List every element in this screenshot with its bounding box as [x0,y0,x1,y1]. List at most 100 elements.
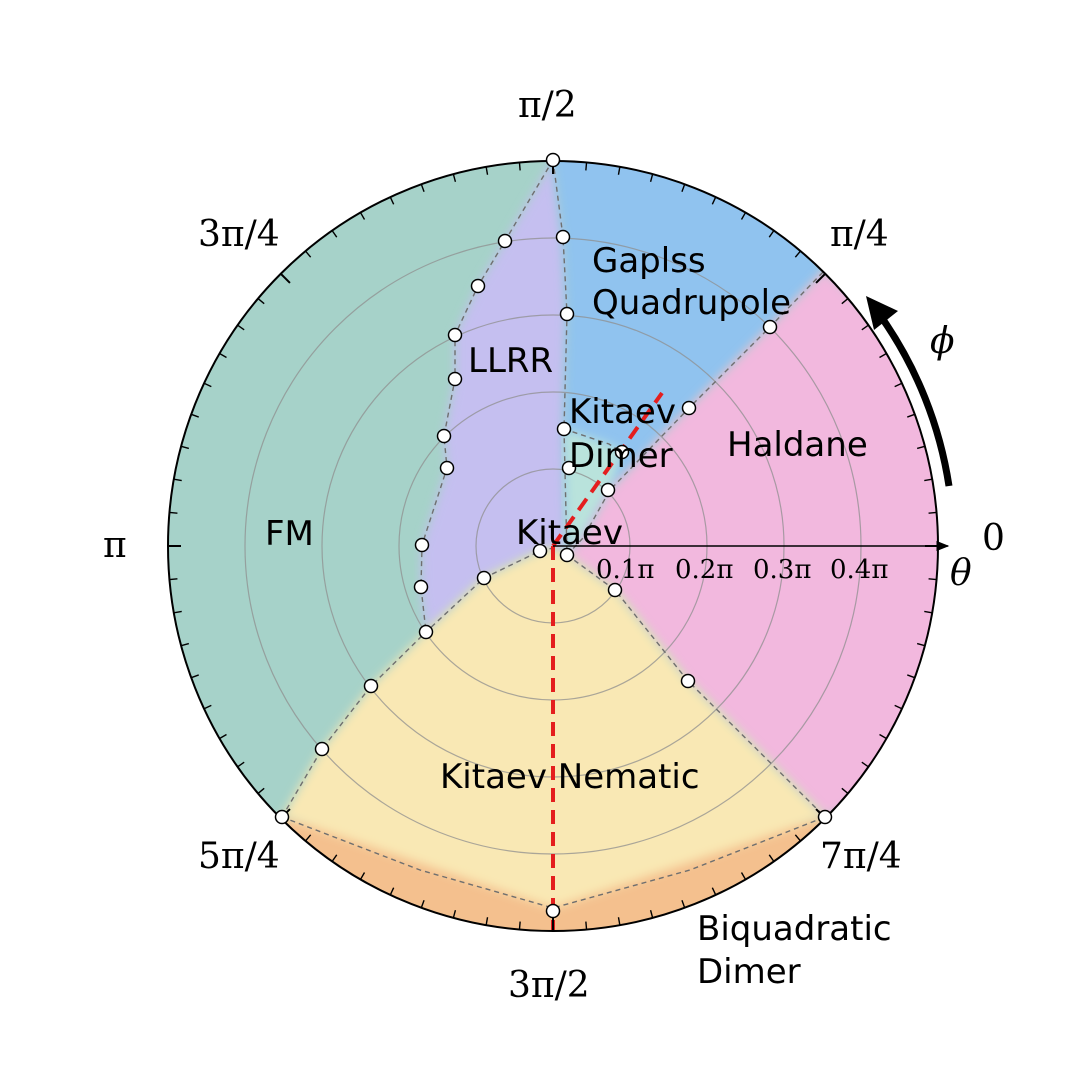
transition-marker [762,319,778,335]
phase-label-kitaev: Kitaev [516,513,623,553]
region-haldane [567,270,938,817]
angular-tick [173,478,182,482]
angular-tick [907,674,916,679]
angular-tick [237,324,245,331]
angle-label-3pi4: 3π/4 [198,214,280,255]
angular-tick [169,511,178,514]
angular-tick [485,917,489,926]
transition-marker [413,579,429,595]
angular-tick [420,183,425,192]
angular-tick [617,917,621,926]
angular-tick [740,872,747,880]
angular-tick [331,230,338,238]
phase-label-gapless-2: Quadrupole [592,283,791,323]
angular-tick [203,382,212,388]
angular-tick [711,196,717,205]
phi-symbol: ϕ [930,321,955,362]
transition-marker [497,233,513,249]
transition-marker [439,460,455,476]
phase-label-llrr: LLRR [468,341,553,381]
phase-label-fm: FM [265,514,314,554]
angle-label-pi2: π/2 [518,85,577,126]
angular-tick [190,413,199,418]
transition-marker [418,624,434,640]
transition-marker [559,306,575,322]
angular-tick [257,297,265,305]
angular-tick [916,445,926,450]
transition-marker [817,809,833,825]
angular-tick [485,166,489,175]
angle-label-pi: π [103,525,127,566]
transition-marker [436,428,452,444]
angle-label-7pi4: 7π/4 [820,836,902,877]
angular-tick [907,413,916,418]
angular-tick [928,578,937,581]
angular-tick [304,834,312,842]
transition-marker [470,278,486,294]
axis-arrows [553,296,953,552]
angular-tick [257,787,265,795]
phase-label-kitaev-dimer-2: Dimer [569,436,673,476]
angular-tick [359,872,366,880]
angle-label-5pi4: 5π/4 [198,836,280,877]
angular-tick [768,854,775,862]
phase-label-biquadratic-1: Biquadratic [697,909,892,949]
angular-tick [649,173,654,183]
angular-tick [585,921,588,930]
radial-tick-label: 0.4π [830,555,888,585]
angular-tick [928,511,937,514]
angular-tick [879,352,887,359]
phase-label-gapless-1: Gaplss [592,241,706,281]
radial-tick-label: 0.2π [675,555,733,585]
angular-tick [452,909,457,919]
radial-tick-label: 0.3π [753,555,811,585]
angular-tick [190,674,199,679]
transition-marker [559,547,575,563]
transition-marker [476,570,492,586]
phi-arrow-head [866,296,898,330]
angle-label-0: 0 [982,518,1005,559]
transition-marker [532,543,548,559]
angular-tick [894,704,903,710]
angular-tick [841,787,849,795]
angular-tick [861,324,869,331]
angular-tick [711,887,717,896]
angular-tick [219,352,227,359]
angular-tick [359,212,366,220]
radial-tick-label: 0.1π [596,555,654,585]
angular-tick [794,250,802,258]
angular-tick [617,166,621,175]
angular-tick [180,642,190,647]
angular-tick [681,183,686,192]
angular-tick [861,761,869,768]
angular-tick [768,230,775,238]
phase-boundary [566,269,826,556]
angular-tick [169,578,178,581]
angular-tick [585,162,588,171]
angular-tick [331,854,338,862]
transition-marker [556,421,572,437]
transition-marker [447,327,463,343]
transition-marker [447,371,463,387]
transition-marker [274,809,290,825]
transition-marker [545,903,561,919]
transition-marker [600,482,616,498]
angular-tick [180,445,190,450]
transition-marker [561,460,577,476]
transition-marker [681,400,697,416]
phase-boundary [420,159,554,633]
angle-label-pi4: π/4 [830,214,889,255]
angular-tick [841,297,849,305]
angular-tick [815,273,826,284]
special-lines [551,391,664,931]
angular-tick [452,173,457,183]
phase-label-kitaev-nematic: Kitaev Nematic [440,757,700,797]
transition-marker [363,678,379,694]
angular-tick [894,382,903,388]
angular-tick [924,478,933,482]
angular-tick [518,162,521,171]
angular-tick [304,250,312,258]
angular-tick [916,642,926,647]
angular-tick [280,273,291,284]
